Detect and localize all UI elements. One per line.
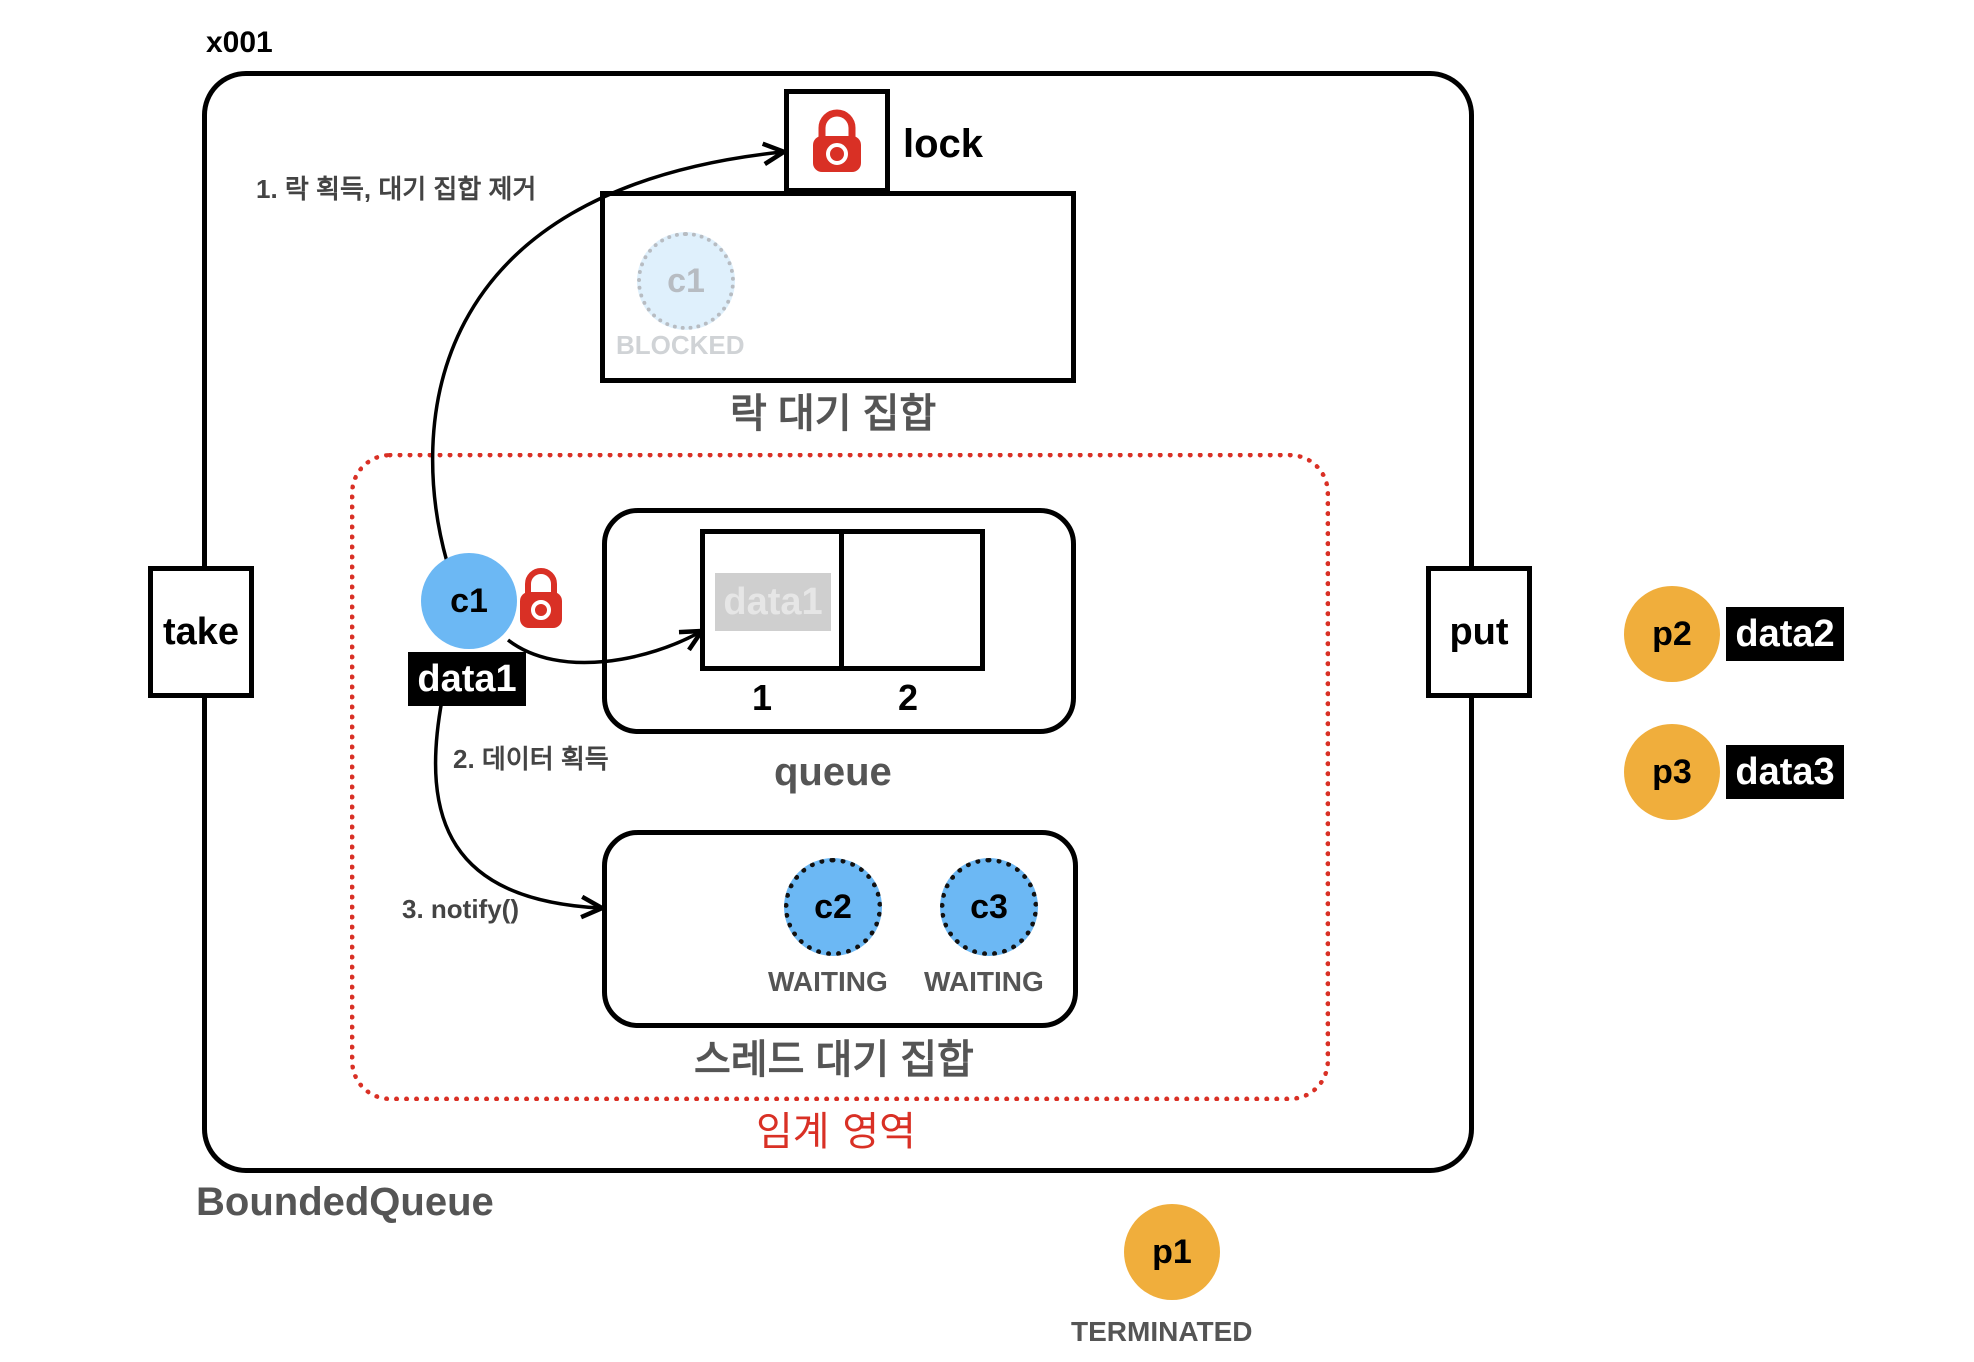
waiting-thread-c2-state: WAITING: [768, 966, 888, 997]
blocked-thread-c1: c1: [637, 232, 735, 330]
active-consumer-data-tag: data1: [408, 652, 526, 706]
take-method-box: take: [148, 566, 254, 698]
waiting-thread-c2: c2: [784, 858, 882, 956]
thread-wait-set-label: 스레드 대기 집합: [694, 1038, 974, 1082]
producer-p3-data-tag: data3: [1726, 745, 1844, 799]
lock-wait-set-label: 락 대기 집합: [730, 392, 937, 436]
producer-p1-state: TERMINATED: [1071, 1316, 1253, 1347]
critical-section-box: [350, 453, 1330, 1101]
lock-box: [784, 89, 890, 193]
producer-p3: p3: [1624, 724, 1720, 820]
queue-slot-2-index: 2: [898, 677, 919, 718]
put-method-label: put: [1449, 610, 1509, 653]
class-name: BoundedQueue: [196, 1180, 494, 1224]
queue-slot-2: [839, 529, 985, 671]
queue-label: queue: [774, 750, 892, 794]
step-3-label: 3. notify(): [402, 894, 519, 924]
step-1-label: 1. 락 획득, 대기 집합 제거: [256, 174, 537, 204]
padlock-icon: [520, 568, 562, 628]
active-consumer-c1: c1: [421, 553, 517, 649]
waiting-thread-name: c2: [814, 887, 852, 926]
waiting-thread-c3: c3: [940, 858, 1038, 956]
instance-id: x001: [206, 26, 273, 59]
queue-slot-1-index: 1: [752, 677, 773, 718]
lock-label: lock: [903, 122, 984, 166]
producer-name: p2: [1652, 614, 1692, 653]
critical-section-label: 임계 영역: [756, 1109, 916, 1155]
waiting-thread-name: c3: [970, 887, 1008, 926]
producer-p2: p2: [1624, 586, 1720, 682]
arrow-take-data: [506, 632, 700, 665]
blocked-thread-name: c1: [667, 261, 705, 300]
arrow-acquire-lock: [430, 152, 782, 563]
producer-p1: p1: [1124, 1204, 1220, 1300]
producer-name: p1: [1152, 1232, 1192, 1271]
put-method-box: put: [1426, 566, 1532, 698]
producer-name: p3: [1652, 752, 1692, 791]
queue-slot-1-ghost-data: data1: [715, 573, 831, 631]
padlock-icon: [813, 109, 861, 172]
take-method-label: take: [162, 610, 240, 653]
arrow-notify: [433, 699, 600, 908]
blocked-thread-state: BLOCKED: [616, 330, 745, 360]
waiting-thread-c3-state: WAITING: [924, 966, 1044, 997]
producer-p2-data-tag: data2: [1726, 607, 1844, 661]
active-consumer-name: c1: [450, 581, 488, 620]
step-2-label: 2. 데이터 획득: [453, 744, 609, 774]
